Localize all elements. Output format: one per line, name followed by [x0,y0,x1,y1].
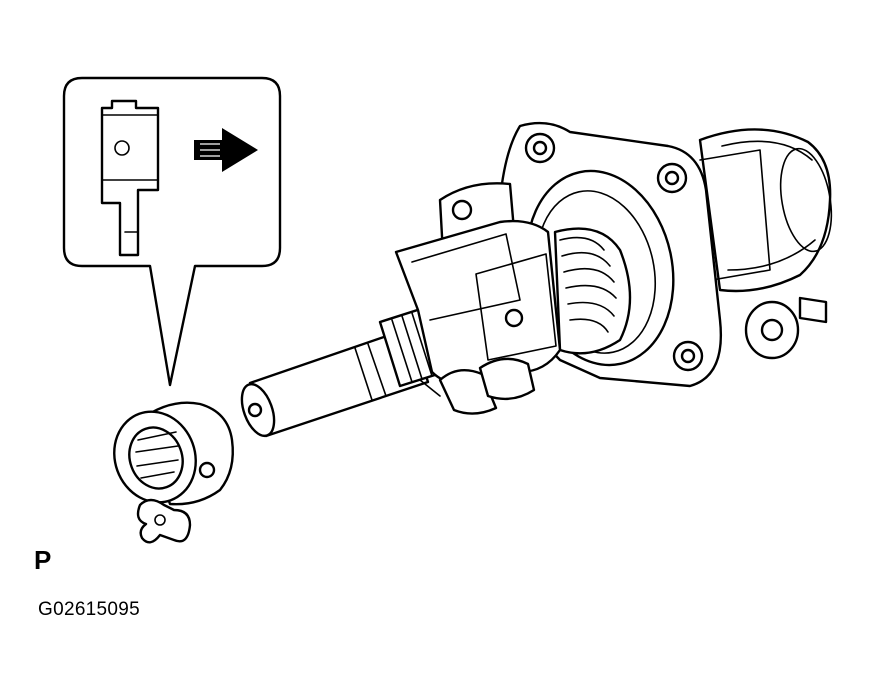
spring-section [553,227,632,355]
figure-code: G02615095 [38,599,141,620]
right-arrow-icon [194,128,258,172]
bearing-part-icon [100,99,160,257]
view-label: P [34,545,52,575]
shift-sleeve [394,219,562,415]
output-shaft [240,326,430,438]
callout-inset [62,76,282,387]
needle-bearing [113,401,234,544]
